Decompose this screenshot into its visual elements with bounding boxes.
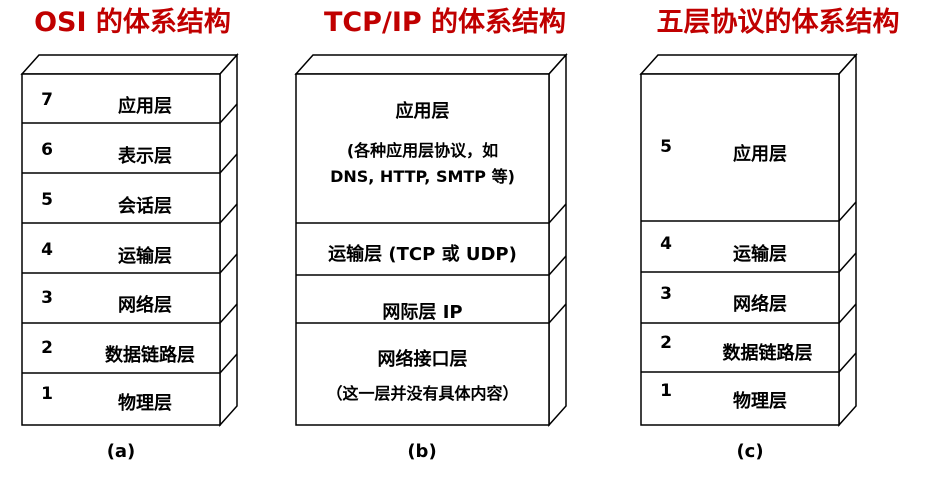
osi-layer-1-name: 物理层 [118,393,172,414]
tcpip-stack [294,53,568,427]
osi-layer-5-number: 5 [41,190,53,210]
tcpip-top-face [294,54,568,75]
five-front-face [640,73,840,426]
osi-caption: (a) [106,441,136,462]
five-top-face [639,54,858,75]
five-layer-5-number: 5 [660,137,672,157]
tcpip-internet-layer: 网际层 IP [382,302,463,323]
five-layer-2-number: 2 [660,333,672,353]
osi-layer-1-number: 1 [41,384,53,404]
five-layer-caption: (c) [736,441,764,462]
five-layer-4-number: 4 [660,234,672,254]
osi-stack [20,53,239,427]
osi-layer-5-name: 会话层 [118,196,172,217]
osi-layer-2-name: 数据链路层 [105,345,195,366]
osi-front-face [21,73,221,426]
tcpip-transport-layer: 运输层 (TCP 或 UDP) [328,244,517,265]
tcpip-title: TCP/IP 的体系结构 [323,7,567,38]
tcpip-side-face [548,53,567,427]
osi-layer-7-number: 7 [41,90,53,110]
five-layer-2-name: 数据链路层 [722,343,813,364]
five-layer-stack [639,53,858,427]
osi-dividers [22,103,238,374]
tcpip-caption: (b) [407,441,437,462]
five-layer-1-name: 物理层 [733,391,787,412]
five-layer-3-number: 3 [660,284,672,304]
five-layer-1-number: 1 [660,381,672,401]
tcpip-link-detail: （这一层并没有具体内容） [326,384,519,403]
osi-title: OSI 的体系结构 [34,7,231,38]
tcpip-application-name: 应用层 [395,101,450,122]
osi-layer-6-number: 6 [41,140,53,160]
osi-layer-3-number: 3 [41,288,53,308]
osi-layer-2-number: 2 [41,338,53,358]
tcpip-front-face [295,73,550,426]
five-layer-4-name: 运输层 [733,244,787,265]
tcpip-application-detail-1: (各种应用层协议，如 [346,141,499,160]
osi-layer-7-name: 应用层 [118,96,172,117]
five-layer-3-name: 网络层 [733,294,787,315]
tcpip-dividers [296,203,567,324]
five-layer-5-name: 应用层 [733,144,787,165]
osi-top-face [20,54,239,75]
osi-layer-3-name: 网络层 [118,295,172,316]
five-layer-title: 五层协议的体系结构 [656,7,900,38]
tcpip-application-detail-2: DNS, HTTP, SMTP 等) [330,167,515,186]
osi-layer-4-number: 4 [41,240,53,260]
osi-layer-4-name: 运输层 [118,246,172,267]
five-dividers [641,201,857,373]
tcpip-link-name: 网络接口层 [377,349,468,370]
osi-layer-6-name: 表示层 [118,146,172,167]
